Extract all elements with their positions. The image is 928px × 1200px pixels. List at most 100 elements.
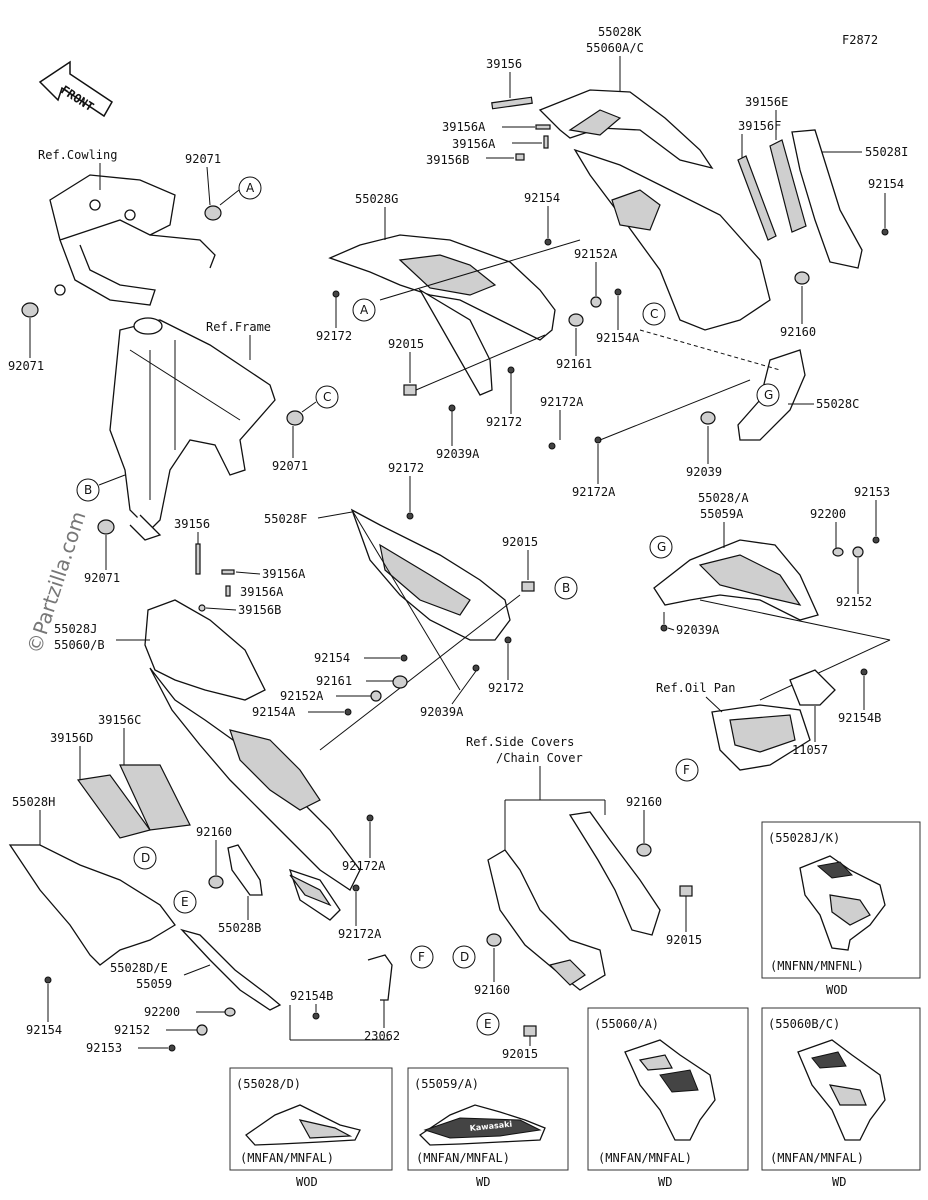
bracket-55028b (227, 844, 263, 896)
bolt-92154a-m (344, 708, 352, 716)
part-39156a-1: 39156A (442, 120, 486, 134)
part-39156f: 39156F (738, 119, 781, 133)
part-55028b: 55028B (218, 921, 261, 935)
collar-92015-m (521, 581, 535, 592)
part-92160-r: 92160 (780, 325, 816, 339)
part-92200-b: 92200 (144, 1005, 180, 1019)
part-55060ac: 55060A/C (586, 41, 644, 55)
lower-panel-55028de (179, 928, 282, 1011)
clip-92039a-m (472, 664, 480, 672)
grommet-92160-r (794, 271, 810, 285)
part-92160-sc2: 92160 (474, 983, 510, 997)
part-92172a-m1: 92172A (342, 859, 386, 873)
inner-panel-55028g-drawing (328, 234, 556, 396)
svg-text:F: F (683, 763, 690, 777)
seal-39156a-m1 (221, 569, 235, 575)
part-11057: 11057 (792, 743, 828, 757)
part-92039: 92039 (686, 465, 722, 479)
svg-text:A: A (360, 303, 369, 317)
part-92152a-m: 92152A (280, 689, 324, 703)
collar-92015-sc2 (523, 1025, 537, 1037)
part-92153-b: 92153 (86, 1041, 122, 1055)
grommet-92071-bot (97, 519, 115, 535)
svg-text:E: E (484, 1017, 492, 1031)
part-92160-sc1: 92160 (626, 795, 662, 809)
part-92152-r: 92152 (836, 595, 872, 609)
part-92015-c: 92015 (388, 337, 424, 351)
washer-92152a-m (370, 690, 382, 702)
inset-variant: (MNFAN/MNFAL) (240, 1151, 334, 1165)
grommet-92160-m (208, 875, 224, 889)
part-55028g: 55028G (355, 192, 398, 206)
callout-b-2: B (554, 576, 578, 600)
part-55028f: 55028F (264, 512, 307, 526)
callout-c-2: C (642, 302, 666, 326)
grommet-92071-mid (286, 410, 304, 426)
grommet-92161-m (392, 675, 408, 689)
part-92172-m: 92172 (388, 461, 424, 475)
part-39156a-2: 39156A (452, 137, 496, 151)
side-cover-drawing (487, 811, 661, 991)
ref-cowling-label: Ref.Cowling (38, 148, 117, 162)
callout-c-1: C (315, 385, 339, 409)
part-92172-c: 92172 (486, 415, 522, 429)
grommet-92160-sc2 (486, 933, 502, 947)
callout-d-2: D (452, 945, 476, 969)
bolt-92154-c (544, 238, 552, 246)
part-92161-c: 92161 (556, 357, 592, 371)
part-92015-sc1: 92015 (666, 933, 702, 947)
lower-cowl-55028h (8, 844, 176, 966)
middle-cowl-55028f-drawing (350, 508, 511, 691)
seal-39156b (515, 153, 525, 161)
part-55028i: 55028I (865, 145, 908, 159)
part-92154-b: 92154 (26, 1023, 62, 1037)
clip-92039a-c (448, 404, 456, 412)
inset-title: (55060/A) (594, 1017, 659, 1031)
grommet-92200-r (832, 547, 844, 557)
bolt-92153-b (168, 1044, 176, 1052)
ref-side-covers-label: Ref.Side Covers (466, 735, 574, 749)
seal-39156e (769, 139, 807, 233)
part-92172a-r: 92172A (572, 485, 616, 499)
ref-chain-cover-label: /Chain Cover (496, 751, 583, 765)
part-92172a-c: 92172A (540, 395, 584, 409)
screw-92172a-m2 (352, 884, 360, 892)
callout-f-1: F (410, 945, 434, 969)
bolt-92154b-m (312, 1012, 320, 1020)
svg-text:E: E (181, 895, 189, 909)
svg-text:C: C (323, 390, 331, 404)
part-92200-r: 92200 (810, 507, 846, 521)
seal-39156a-m2 (225, 585, 231, 597)
seal-39156a-2 (543, 135, 549, 149)
callout-e-2: E (476, 1012, 500, 1036)
callout-d-1: D (133, 846, 157, 870)
part-92071-bot: 92071 (84, 571, 120, 585)
part-39156a-m2: 39156A (240, 585, 284, 599)
screw-92172-m2 (504, 636, 512, 644)
part-92152-b: 92152 (114, 1023, 150, 1037)
part-92039a-m: 92039A (420, 705, 464, 719)
inset-title: (55060B/C) (768, 1017, 840, 1031)
inset-55028d: (55028/D) (MNFAN/MNFAL) WOD (229, 1067, 393, 1189)
part-39156-top: 39156 (486, 57, 522, 71)
upper-cowl-55028k-drawing (538, 89, 771, 331)
bolt-92154-b (44, 976, 52, 984)
part-92152a-c: 92152A (574, 247, 618, 261)
part-92154a-m: 92154A (252, 705, 296, 719)
inset-55059a: (55059/A) Kawasaki (MNFAN/MNFAL) WD (407, 1067, 569, 1189)
frame-drawing (109, 317, 276, 541)
grommet-92161-c (568, 313, 584, 327)
inset-variant: (MNFAN/MNFAL) (770, 1151, 864, 1165)
svg-text:B: B (84, 483, 92, 497)
part-55028de: 55028D/E (110, 961, 168, 975)
screw-92172-l (332, 290, 340, 298)
seal-39156b-m (198, 604, 206, 612)
svg-text:D: D (141, 851, 150, 865)
inset-title: (55028J/K) (768, 831, 840, 845)
part-92039a-r: 92039A (676, 623, 720, 637)
part-92071-mid: 92071 (272, 459, 308, 473)
side-piece-55028i (791, 129, 863, 269)
inset-variant: (MNFAN/MNFAL) (416, 1151, 510, 1165)
part-55059: 55059 (136, 977, 172, 991)
svg-text:D: D (460, 950, 469, 964)
